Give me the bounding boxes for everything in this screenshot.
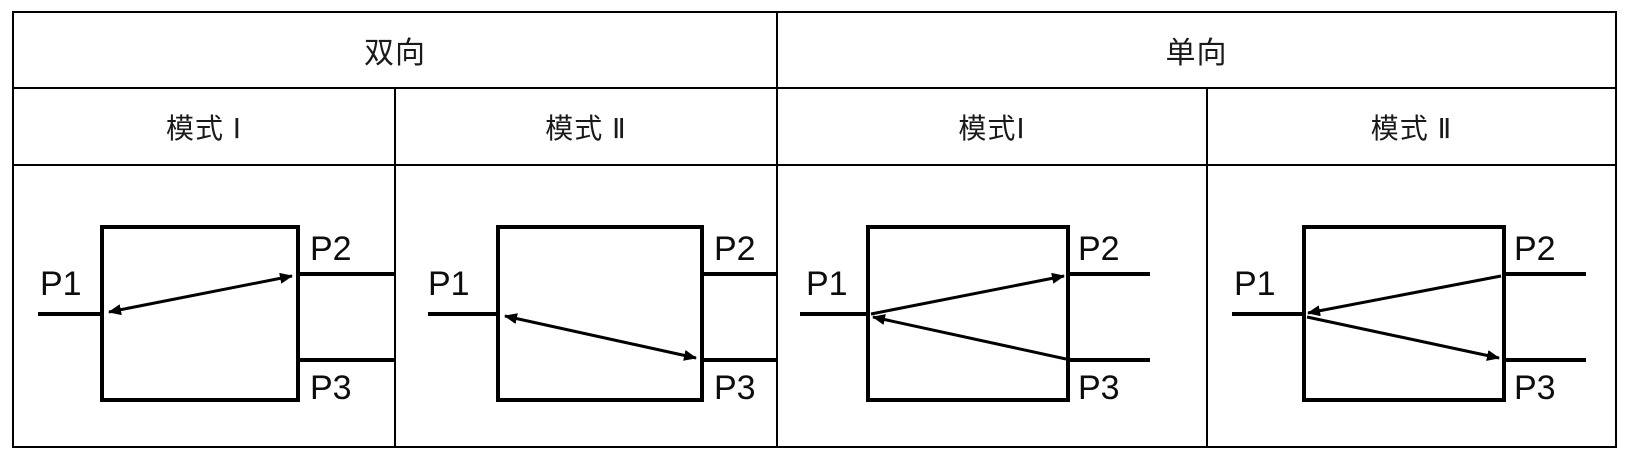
diagram-cell-unidirectional-mode-1: P1 P2 P3 xyxy=(776,164,1208,448)
group-header-bidirectional-label: 双向 xyxy=(364,37,426,70)
group-header-unidirectional: 单向 xyxy=(776,11,1617,89)
valve-diagram-bidirectional-mode-1: P1 P2 P3 xyxy=(14,167,396,445)
valve-body-box xyxy=(1302,225,1506,402)
port-label-p2: P2 xyxy=(1078,230,1120,268)
port-label-p3: P3 xyxy=(1514,369,1556,407)
mode-header-cell-3: 模式Ⅰ xyxy=(776,87,1208,166)
mode-header-label-2: 模式 Ⅱ xyxy=(545,112,627,144)
port-label-p2: P2 xyxy=(1514,230,1556,268)
group-header-unidirectional-label: 单向 xyxy=(1165,37,1228,70)
diagram-cell-bidirectional-mode-2: P1 P2 P3 xyxy=(394,164,778,448)
flow-arrow-p2-to-p1 xyxy=(1307,274,1502,317)
valve-diagram-unidirectional-mode-1: P1 P2 P3 xyxy=(778,167,1206,445)
flow-arrow-p1-to-p2 xyxy=(870,272,1065,316)
mode-header-row: 模式 Ⅰ 模式 Ⅱ 模式Ⅰ 模式 Ⅱ xyxy=(12,87,1617,166)
diagram-row: P1 P2 P3 xyxy=(12,164,1617,448)
valve-diagram-unidirectional-mode-2: P1 P2 P3 xyxy=(1208,167,1615,445)
mode-header-label-3: 模式Ⅰ xyxy=(958,112,1026,144)
flow-arrow-p1-p2 xyxy=(108,272,293,316)
flow-arrow-p1-p3 xyxy=(504,313,697,361)
port-label-p3: P3 xyxy=(714,369,756,407)
port-label-p3: P3 xyxy=(1078,369,1120,407)
diagram-cell-bidirectional-mode-1: P1 P2 P3 xyxy=(12,164,396,448)
valve-body-box xyxy=(100,225,300,402)
mode-header-cell-1: 模式 Ⅰ xyxy=(12,87,396,166)
flow-arrow-p3-to-p1 xyxy=(872,314,1067,361)
port-label-p3: P3 xyxy=(310,369,352,407)
diagram-cell-unidirectional-mode-2: P1 P2 P3 xyxy=(1206,164,1617,448)
valve-body-box xyxy=(866,225,1070,402)
group-header-row: 双向 单向 xyxy=(12,11,1617,89)
mode-header-label-4: 模式 Ⅱ xyxy=(1370,112,1453,144)
mode-header-cell-2: 模式 Ⅱ xyxy=(394,87,778,166)
group-header-bidirectional: 双向 xyxy=(12,11,778,89)
mode-header-label-1: 模式 Ⅰ xyxy=(165,112,243,144)
mode-header-cell-4: 模式 Ⅱ xyxy=(1206,87,1617,166)
port-label-p1: P1 xyxy=(428,265,470,303)
port-label-p1: P1 xyxy=(806,265,848,303)
port-label-p2: P2 xyxy=(714,230,756,268)
port-label-p2: P2 xyxy=(310,230,352,268)
valve-body-box xyxy=(496,225,704,402)
flow-arrow-p1-to-p3 xyxy=(1306,315,1500,361)
port-label-p1: P1 xyxy=(1234,265,1276,303)
valve-symbol-table: 双向 单向 模式 Ⅰ 模式 Ⅱ 模式Ⅰ 模式 Ⅱ xyxy=(12,11,1617,448)
port-label-p1: P1 xyxy=(40,265,82,303)
valve-diagram-bidirectional-mode-2: P1 P2 P3 xyxy=(396,167,778,445)
